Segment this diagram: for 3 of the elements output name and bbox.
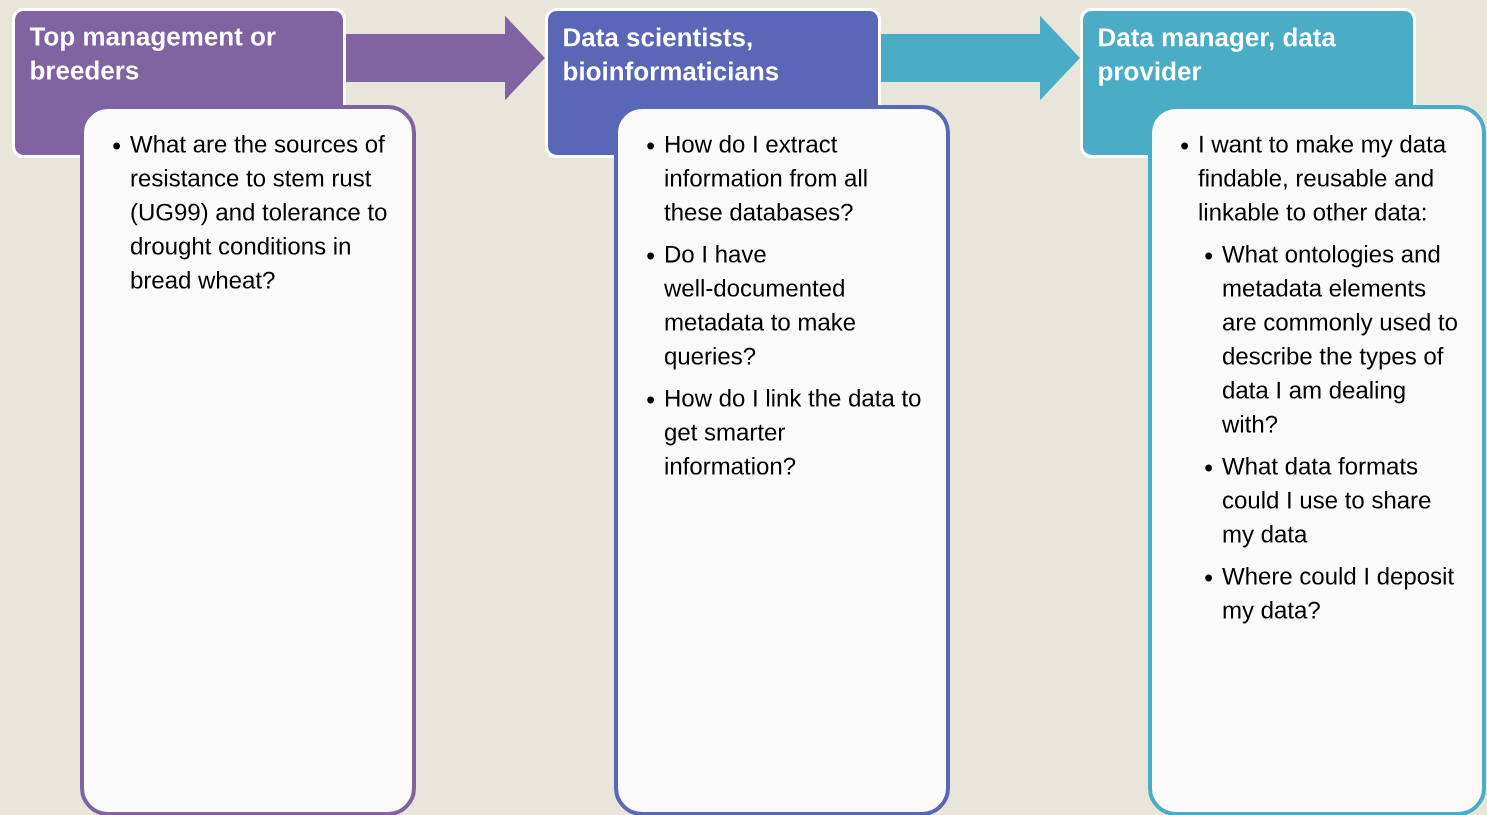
question-card: I want to make my data findable, reusable and linkable to other data: What ontologies and metadata elements are commonly used to describe the types of data I am dealing with? What data formats could I use to share my data Where could I deposit my data? <box>1148 105 1486 815</box>
question-card: What are the sources of resistance to stem rust (UG99) and tolerance to drought conditions in bread wheat? <box>80 105 416 815</box>
question-card: How do I extract information from all these databases? Do I have well-documented metadata to make queries? How do I link the data to get smarter information? <box>614 105 950 815</box>
